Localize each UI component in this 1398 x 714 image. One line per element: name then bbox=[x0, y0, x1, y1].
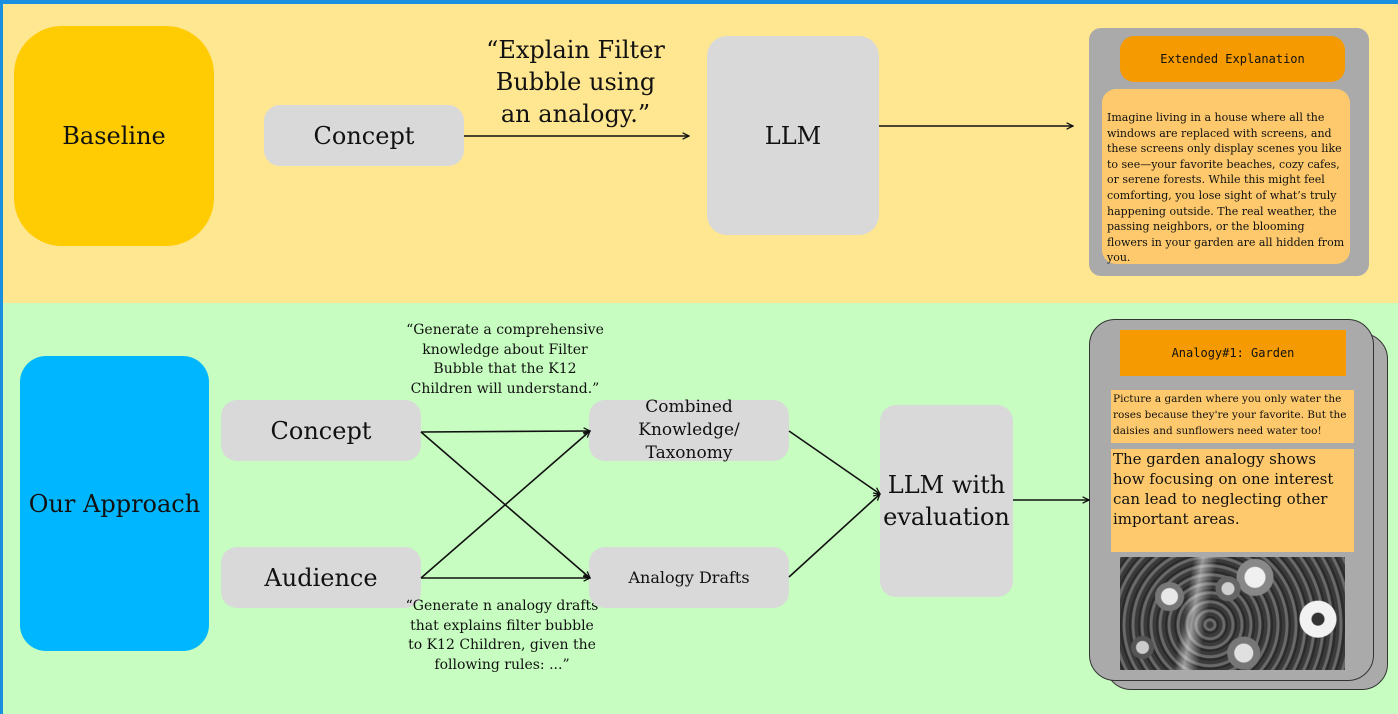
approach-output-title-text: Analogy#1: Garden bbox=[1171, 346, 1295, 360]
baseline-llm-node: LLM bbox=[707, 36, 879, 235]
approach-audience-label: Audience bbox=[264, 563, 378, 592]
approach-output-explanation-text: The garden analogy shows how focusing on… bbox=[1113, 450, 1334, 528]
prompt-drafts: “Generate n analogy drafts that explains… bbox=[405, 598, 599, 673]
drafts-label: Analogy Drafts bbox=[628, 568, 750, 587]
prompt-knowledge: “Generate a comprehensive knowledge abou… bbox=[406, 322, 604, 397]
baseline-output-text: Imagine living in a house where all the … bbox=[1107, 111, 1345, 265]
approach-label: Our Approach bbox=[28, 489, 201, 518]
garden-image bbox=[1120, 557, 1345, 670]
approach-output-analogy-text: Picture a garden where you only water th… bbox=[1113, 393, 1347, 437]
baseline-concept-node: Concept bbox=[264, 105, 464, 166]
approach-output-title: Analogy#1: Garden bbox=[1120, 330, 1346, 376]
approach-llm-node: LLM with evaluation bbox=[880, 405, 1013, 597]
approach-output-analogy: Picture a garden where you only water th… bbox=[1111, 390, 1354, 443]
approach-output-card: Analogy#1: Garden Picture a garden where… bbox=[1089, 319, 1374, 681]
baseline-label-box: Baseline bbox=[14, 26, 214, 246]
approach-audience-node: Audience bbox=[221, 547, 421, 608]
approach-label-box: Our Approach bbox=[20, 356, 209, 651]
baseline-output-card: Extended Explanation Imagine living in a… bbox=[1089, 28, 1369, 276]
approach-concept-node: Concept bbox=[221, 400, 421, 461]
approach-concept-label: Concept bbox=[270, 416, 372, 445]
baseline-llm-label: LLM bbox=[764, 121, 822, 150]
baseline-prompt: “Explain Filter Bubble using an analogy.… bbox=[486, 36, 665, 128]
drafts-node: Analogy Drafts bbox=[589, 547, 789, 608]
knowledge-label: Combined Knowledge/ Taxonomy bbox=[638, 397, 740, 463]
knowledge-node: Combined Knowledge/ Taxonomy bbox=[589, 397, 789, 463]
approach-output-explanation: The garden analogy shows how focusing on… bbox=[1111, 449, 1354, 552]
baseline-output-title: Extended Explanation bbox=[1120, 36, 1345, 82]
baseline-output-title-text: Extended Explanation bbox=[1160, 52, 1305, 66]
baseline-label: Baseline bbox=[62, 122, 166, 150]
baseline-output-body: Imagine living in a house where all the … bbox=[1102, 89, 1350, 264]
baseline-concept-label: Concept bbox=[313, 121, 415, 150]
approach-llm-label: LLM with evaluation bbox=[883, 471, 1010, 531]
